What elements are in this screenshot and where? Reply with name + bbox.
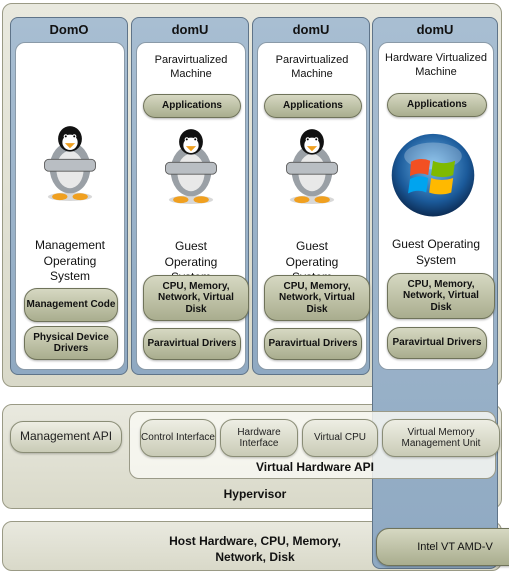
management-code-pill: Management Code [24, 288, 118, 322]
paravirtualized-card-2: Paravirtualized Machine Applications Gue… [257, 42, 370, 370]
control-interface-pill: Control Interface [140, 419, 216, 457]
hypervisor-label: Hypervisor [223, 487, 287, 501]
physical-device-drivers-pill: Physical Device Drivers [24, 326, 118, 360]
guest-os-label: Guest Operating System [391, 237, 481, 267]
virtual-cpu-pill: Virtual CPU [302, 419, 378, 457]
machine-type-label: Hardware Virtualized Machine [385, 52, 487, 79]
cpu-memory-pill: CPU, Memory, Network, Virtual Disk [143, 275, 249, 321]
column-title: DomO [49, 22, 89, 37]
paravirtualized-card-1: Paravirtualized Machine Applications Gue… [136, 42, 249, 370]
penguin-icon [44, 126, 96, 201]
virtual-mmu-pill: Virtual Memory Management Unit [382, 419, 500, 457]
penguin-icon [165, 129, 217, 204]
applications-pill: Applications [264, 94, 362, 118]
applications-pill: Applications [387, 93, 487, 117]
management-os-label: Management Operating System [34, 238, 106, 284]
intel-vt-pill: Intel VT AMD-V [376, 528, 509, 566]
paravirtual-drivers-pill: Paravirtual Drivers [387, 327, 487, 359]
management-api-pill: Management API [10, 421, 122, 453]
paravirtual-drivers-pill: Paravirtual Drivers [143, 328, 241, 360]
cpu-memory-pill: CPU, Memory, Network, Virtual Disk [264, 275, 370, 321]
column-title: domU [171, 22, 209, 37]
penguin-icon [286, 129, 338, 204]
dom0-card: Management Operating System Management C… [15, 42, 125, 370]
host-hardware-label: Host Hardware, CPU, Memory, Network, Dis… [169, 534, 341, 565]
machine-type-label: Paravirtualized Machine [275, 54, 349, 81]
windows-logo-icon [391, 133, 475, 217]
cpu-memory-pill: CPU, Memory, Network, Virtual Disk [387, 273, 495, 319]
paravirtual-drivers-pill: Paravirtual Drivers [264, 328, 362, 360]
applications-pill: Applications [143, 94, 241, 118]
hardware-interface-pill: Hardware Interface [220, 419, 298, 457]
virtual-hardware-api-label: Virtual Hardware API [255, 460, 375, 474]
machine-type-label: Paravirtualized Machine [154, 54, 228, 81]
column-title: domU [416, 22, 454, 37]
hvm-card: Hardware Virtualized Machine Application… [378, 42, 495, 370]
column-title: domU [292, 22, 330, 37]
